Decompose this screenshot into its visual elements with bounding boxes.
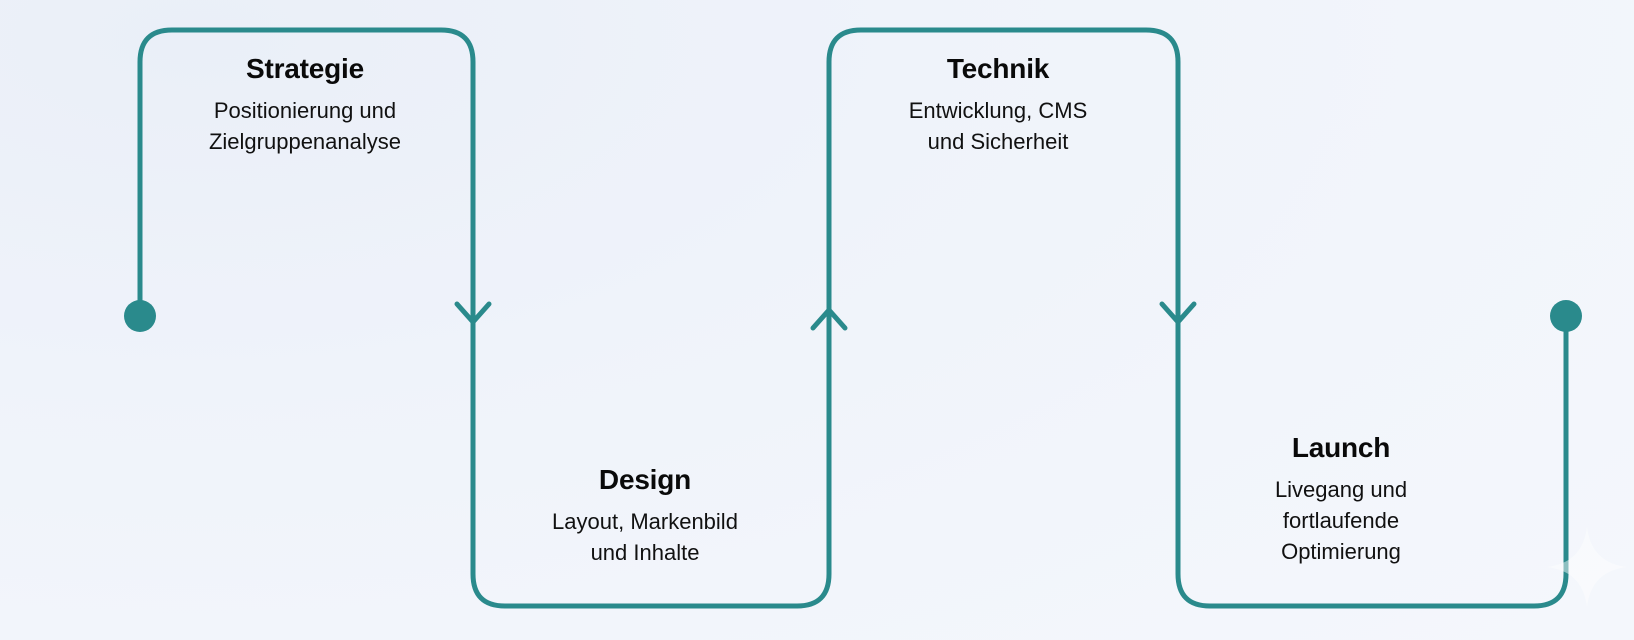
step-description-line: und Sicherheit xyxy=(927,129,1069,154)
step-description-line: Positionierung und xyxy=(213,98,397,123)
step-description-line: Livegang und xyxy=(1274,477,1408,502)
process-step-design: Design Layout, Markenbild und Inhalte xyxy=(495,463,795,568)
flow-segment-3 xyxy=(826,27,1181,333)
step-description-line: Entwicklung, CMS xyxy=(908,98,1088,123)
step-description-strategie: Positionierung und Zielgruppenanalyse xyxy=(155,95,455,157)
step-title-launch: Launch xyxy=(1291,432,1391,463)
step-description-line: fortlaufende xyxy=(1282,508,1400,533)
flow-segment-2 xyxy=(470,301,832,609)
flow-start-dot xyxy=(124,300,156,332)
flow-segment-1 xyxy=(137,27,476,333)
step-description-technik: Entwicklung, CMS und Sicherheit xyxy=(848,95,1148,157)
flow-end-dot xyxy=(1550,300,1582,332)
process-step-technik: Technik Entwicklung, CMS und Sicherheit xyxy=(848,52,1148,157)
step-description-launch: Livegang und fortlaufende Optimierung xyxy=(1196,474,1486,567)
step-description-design: Layout, Markenbild und Inhalte xyxy=(495,506,795,568)
flow-segment-4 xyxy=(1175,313,1569,609)
chevron-down-icon-2 xyxy=(1159,301,1197,325)
chevron-up-icon-1 xyxy=(810,307,848,331)
step-title-technik: Technik xyxy=(946,53,1050,84)
step-description-line: Zielgruppenanalyse xyxy=(208,129,402,154)
step-description-line: und Inhalte xyxy=(590,540,700,565)
step-description-line: Optimierung xyxy=(1281,539,1401,564)
step-title-strategie: Strategie xyxy=(245,53,365,84)
chevron-down-icon-1 xyxy=(454,301,492,325)
step-description-line: Layout, Markenbild xyxy=(552,509,738,534)
step-title-design: Design xyxy=(598,464,692,495)
process-step-strategie: Strategie Positionierung und Zielgruppen… xyxy=(155,52,455,157)
process-step-launch: Launch Livegang und fortlaufende Optimie… xyxy=(1196,431,1486,567)
